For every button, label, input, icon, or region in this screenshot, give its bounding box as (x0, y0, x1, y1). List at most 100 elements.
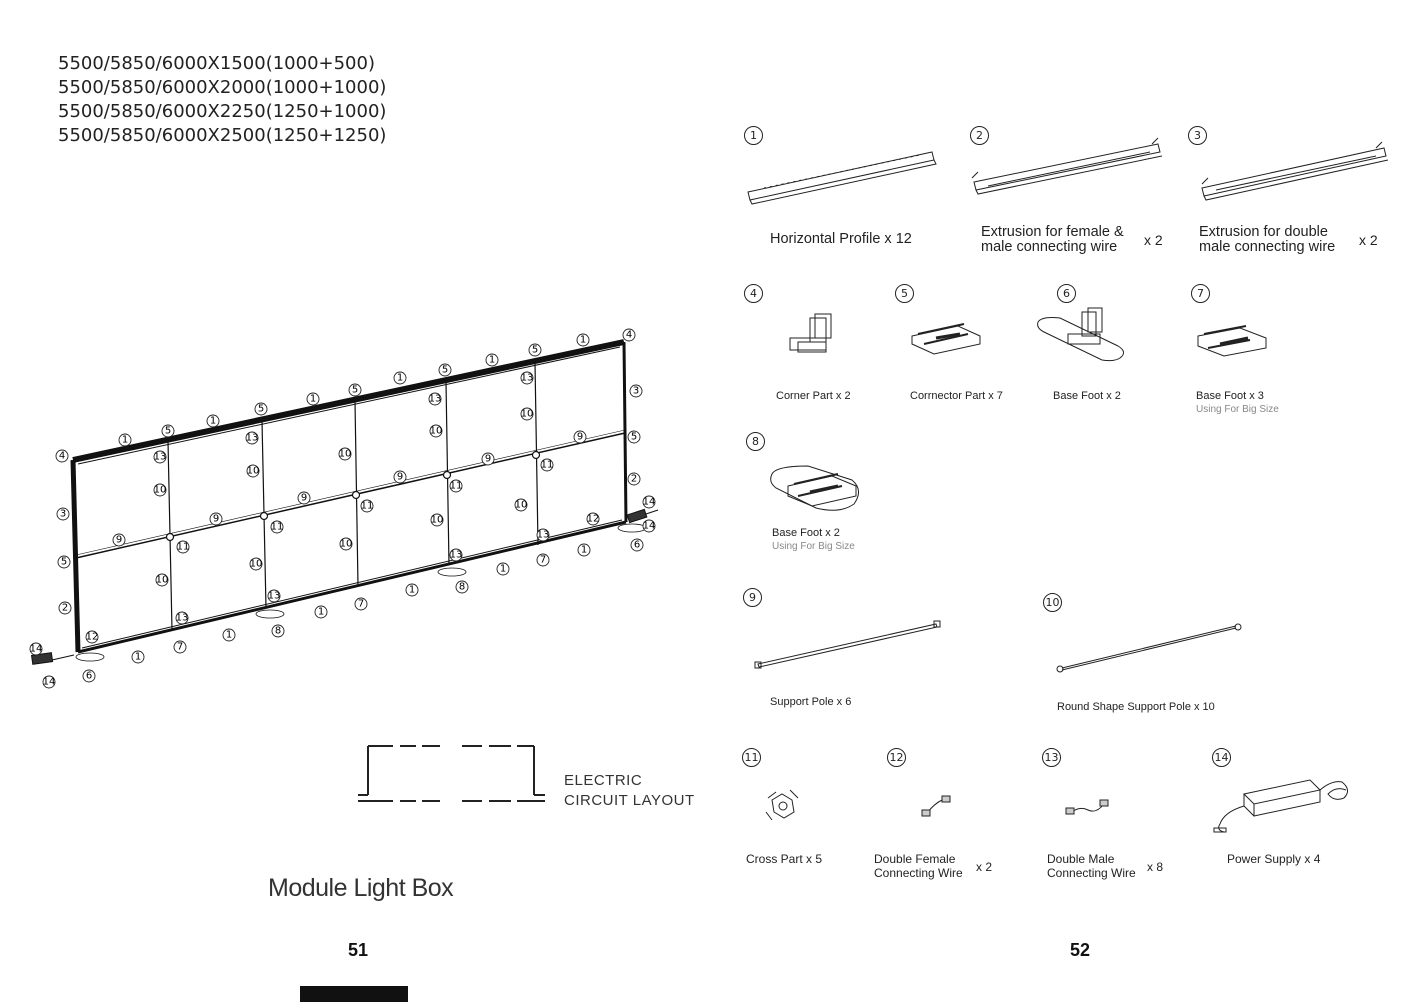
svg-text:11: 11 (541, 460, 554, 471)
part-label-3-line2: male connecting wire (1199, 239, 1336, 255)
callout-3: 3 (629, 384, 643, 398)
part-label-9: Support Pole x 6 (770, 696, 852, 708)
svg-text:5: 5 (61, 557, 67, 568)
svg-text:2: 2 (62, 603, 68, 614)
callout-7: 7 (536, 553, 550, 567)
svg-text:9: 9 (213, 514, 219, 525)
callout-13: 13 (153, 450, 167, 464)
part-number-2: 2 (970, 126, 989, 145)
svg-text:1: 1 (500, 564, 506, 575)
svg-text:1: 1 (580, 335, 586, 346)
svg-text:13: 13 (537, 530, 550, 541)
callout-13: 13 (520, 371, 534, 385)
svg-text:11: 11 (177, 542, 190, 553)
svg-text:10: 10 (156, 575, 169, 586)
parts-illustrations (747, 137, 1389, 833)
callout-10: 10 (429, 424, 443, 438)
svg-text:6: 6 (86, 671, 92, 682)
page-title: Module Light Box (268, 874, 454, 902)
svg-text:5: 5 (258, 404, 264, 415)
callout-1: 1 (222, 628, 236, 642)
frame-bottom-profile (77, 520, 627, 654)
part-qty-2: x 2 (1144, 232, 1163, 248)
svg-text:11: 11 (361, 501, 374, 512)
part-label-5: Corrnector Part x 7 (910, 390, 1003, 402)
svg-text:13: 13 (246, 433, 259, 444)
callout-2: 2 (627, 472, 641, 486)
svg-text:3: 3 (60, 509, 66, 520)
callout-13: 13 (267, 589, 281, 603)
frame-left-profile (70, 459, 81, 653)
svg-text:10: 10 (515, 500, 528, 511)
part-label-2-line2: male connecting wire (981, 239, 1118, 255)
svg-text:14: 14 (43, 677, 56, 688)
svg-text:1: 1 (135, 652, 141, 663)
svg-text:7: 7 (540, 555, 546, 566)
callout-11: 11 (360, 499, 374, 513)
part-label-7: Base Foot x 3 (1196, 390, 1264, 402)
part-label-11: Cross Part x 5 (746, 852, 823, 866)
svg-text:4: 4 (59, 451, 65, 462)
part-number-13: 13 (1042, 748, 1061, 767)
callout-10: 10 (520, 407, 534, 421)
part-label-2-line1: Extrusion for female & (981, 224, 1124, 240)
callout-1: 1 (306, 392, 320, 406)
callout-1: 1 (577, 543, 591, 557)
part-label-6: Base Foot x 2 (1053, 390, 1121, 402)
svg-text:9: 9 (485, 454, 491, 465)
part-number-10: 10 (1043, 593, 1062, 612)
callout-1: 1 (496, 562, 510, 576)
callout-11: 11 (176, 540, 190, 554)
callout-7: 7 (173, 640, 187, 654)
callout-11: 11 (449, 479, 463, 493)
size-list: 5500/5850/6000X1500(1000+500) 5500/5850/… (58, 52, 386, 148)
callout-9: 9 (481, 452, 495, 466)
callout-1: 1 (118, 433, 132, 447)
size-option: 5500/5850/6000X2500(1250+1250) (58, 125, 387, 146)
svg-text:10: 10 (340, 539, 353, 550)
base-foot-big-illustration (1197, 325, 1267, 357)
callout-11: 11 (540, 458, 554, 472)
callout-4: 4 (55, 449, 69, 463)
horizontal-profile-illustration (747, 151, 937, 205)
part-number-14: 14 (1212, 748, 1231, 767)
frame-right-profile (622, 341, 628, 523)
svg-text:6: 6 (634, 540, 640, 551)
callout-1: 1 (206, 414, 220, 428)
callout-1: 1 (576, 333, 590, 347)
part-number-9: 9 (743, 588, 762, 607)
callout-5: 5 (348, 383, 362, 397)
svg-text:10: 10 (339, 449, 352, 460)
part-number-8: 8 (746, 432, 765, 451)
part-sub-7: Using For Big Size (1196, 404, 1279, 415)
callout-8: 8 (455, 580, 469, 594)
svg-text:1: 1 (226, 630, 232, 641)
power-supply-illustration (1213, 779, 1348, 833)
part-number-6: 6 (1057, 284, 1076, 303)
svg-text:13: 13 (429, 394, 442, 405)
callout-10: 10 (155, 573, 169, 587)
svg-text:1: 1 (409, 585, 415, 596)
callout-9: 9 (297, 491, 311, 505)
double-female-wire-illustration (921, 795, 951, 817)
svg-text:11: 11 (450, 481, 463, 492)
part-number-11: 11 (742, 748, 761, 767)
svg-text:10: 10 (431, 515, 444, 526)
callout-10: 10 (338, 447, 352, 461)
svg-text:5: 5 (631, 432, 637, 443)
callout-13: 13 (245, 431, 259, 445)
callout-10: 10 (249, 557, 263, 571)
part-number-3: 3 (1188, 126, 1207, 145)
part-qty-13: x 8 (1147, 860, 1164, 874)
double-male-wire-illustration (1065, 799, 1109, 815)
part-label-1: Horizontal Profile x 12 (770, 231, 912, 247)
callout-5: 5 (438, 363, 452, 377)
svg-text:1: 1 (581, 545, 587, 556)
callout-13: 13 (175, 611, 189, 625)
callout-12: 12 (586, 512, 600, 526)
callout-12: 12 (85, 630, 99, 644)
callout-1: 1 (485, 353, 499, 367)
svg-text:14: 14 (30, 644, 43, 655)
svg-text:2: 2 (631, 474, 637, 485)
circuit-layout-diagram (358, 745, 545, 802)
